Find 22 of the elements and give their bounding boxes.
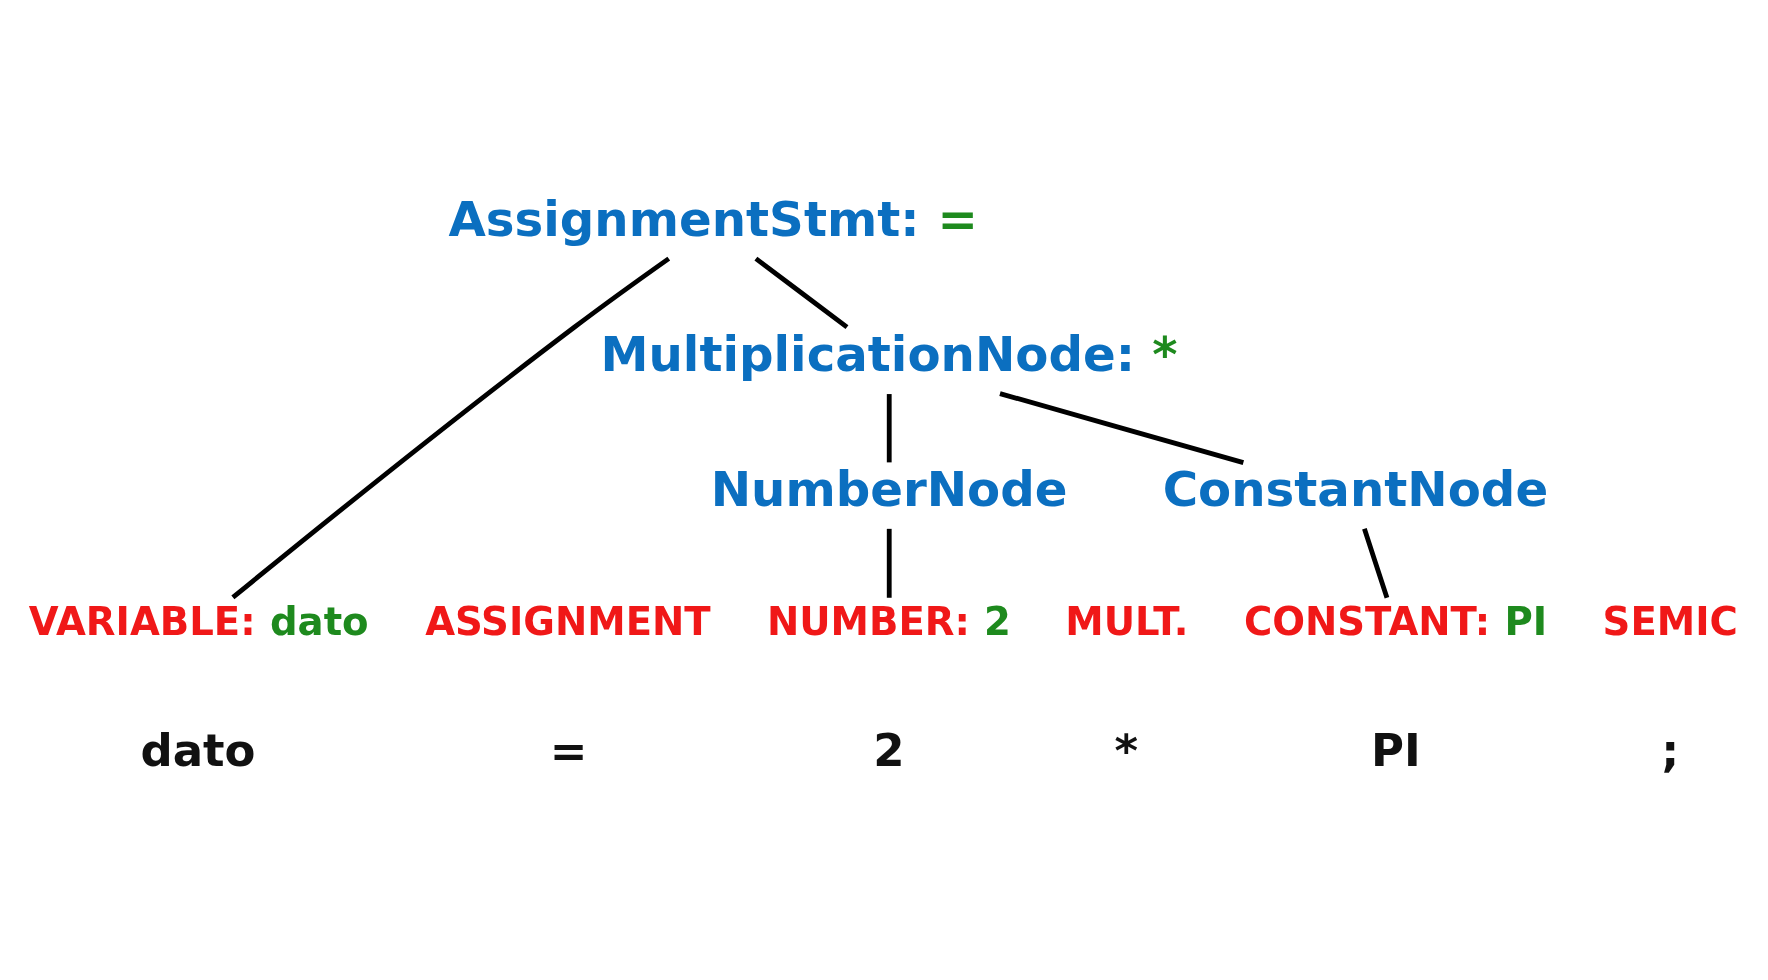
- connector: [886, 394, 892, 463]
- node-text: VARIABLE: dato: [28, 599, 369, 645]
- label: 2: [873, 723, 905, 777]
- label: SEMIC: [1602, 599, 1738, 645]
- connector: [999, 391, 1244, 465]
- label: ;: [1661, 723, 1680, 777]
- connector: [1362, 528, 1390, 599]
- node-text: CONSTANT: PI: [1243, 599, 1548, 645]
- label: MULT.: [1065, 599, 1189, 645]
- node-text: AssignmentStmt: =: [448, 190, 978, 247]
- connector: [886, 528, 892, 598]
- connector: [231, 256, 671, 600]
- node-text: ConstantNode: [1162, 461, 1549, 518]
- label: *: [1114, 723, 1138, 777]
- node-text: MultiplicationNode: *: [600, 325, 1178, 382]
- connector: [754, 256, 849, 330]
- label: PI: [1370, 723, 1421, 777]
- node-text: NumberNode: [710, 461, 1068, 518]
- node-text: NUMBER: 2: [766, 599, 1011, 645]
- label: ASSIGNMENT: [425, 599, 711, 645]
- label: =: [549, 723, 588, 777]
- label: dato: [140, 723, 256, 777]
